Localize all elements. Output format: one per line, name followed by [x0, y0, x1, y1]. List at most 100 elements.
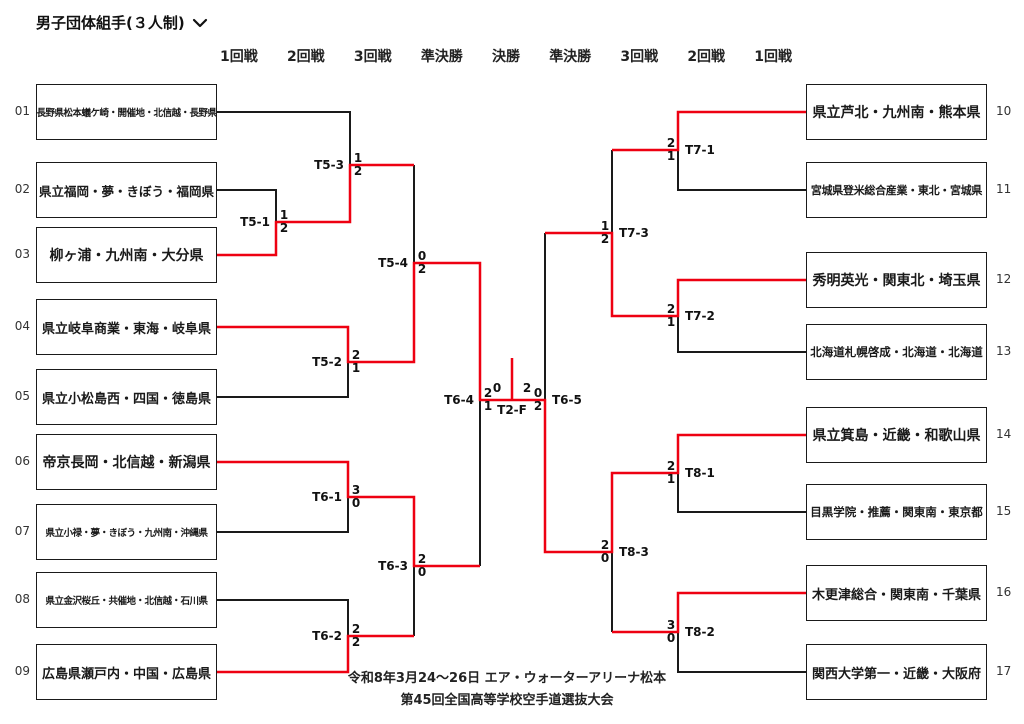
team-box-04: 県立岐阜商業・東海・岐阜県: [36, 299, 217, 355]
seed-number: 05: [14, 389, 30, 403]
match-label: T7-1: [685, 143, 715, 157]
match-score-top: 2: [600, 538, 610, 552]
match-score-top: 2: [666, 302, 676, 316]
round-label: 準決勝: [420, 49, 463, 65]
team-name: 木更津総合・関東南・千葉県: [811, 587, 981, 603]
round-label: 2回戦: [687, 49, 726, 65]
event-category-dropdown[interactable]: 男子団体組手(３人制): [36, 12, 208, 33]
match-score-bottom: 2: [353, 164, 363, 178]
seed-number: 09: [14, 664, 30, 678]
loser-path-lines: [217, 111, 806, 673]
team-name: 県立箕島・近畿・和歌山県: [812, 428, 981, 444]
team-box-05: 県立小松島西・四国・徳島県: [36, 369, 217, 425]
match-score-bottom: 1: [666, 472, 676, 486]
match-score-top: 2: [417, 552, 427, 566]
seed-number: 16: [996, 585, 1012, 599]
match-label: T8-2: [685, 625, 715, 639]
match-label: T5-1: [240, 215, 270, 229]
match-score-top: 3: [351, 483, 361, 497]
match-score-bottom: 1: [483, 399, 493, 413]
seed-number: 10: [996, 104, 1012, 118]
seed-number: 17: [996, 664, 1012, 678]
match-label: T5-4: [378, 256, 408, 270]
match-label: T5-3: [314, 158, 344, 172]
match-label: T6-2: [312, 629, 342, 643]
team-box-01: 長野県松本蟻ケ崎・開催地・北信越・長野県: [36, 84, 217, 140]
seed-number: 14: [996, 427, 1012, 441]
team-name: 県立金沢桜丘・共催地・北信越・石川県: [45, 596, 208, 607]
final-match-label: T2-F: [497, 403, 527, 417]
match-score-top: 1: [353, 151, 363, 165]
chevron-down-icon: [192, 18, 207, 27]
round-label: 準決勝: [549, 49, 592, 65]
match-score-bottom: 2: [351, 635, 361, 649]
seed-number: 08: [14, 592, 30, 606]
team-name: 関西大学第一・近畿・大阪府: [811, 666, 981, 682]
team-name: 柳ヶ浦・九州南・大分県: [49, 248, 204, 264]
team-box-14: 県立箕島・近畿・和歌山県: [806, 407, 987, 463]
team-name: 秀明英光・関東北・埼玉県: [812, 273, 981, 289]
team-name: 県立岐阜商業・東海・岐阜県: [41, 321, 211, 337]
seed-number: 06: [14, 454, 30, 468]
team-name: 県立小禄・夢・きぼう・九州南・沖縄県: [45, 528, 208, 539]
event-date-venue: 令和8年3月24〜26日 エア・ウォーターアリーナ松本: [347, 671, 667, 686]
bracket-title: 男子団体組手(３人制): [36, 14, 185, 32]
match-score-bottom: 2: [279, 221, 289, 235]
match-score-top: 3: [666, 618, 676, 632]
match-label: T6-3: [378, 559, 408, 573]
match-score-top: 2: [666, 459, 676, 473]
seed-number: 12: [996, 272, 1012, 286]
match-score-top: 2: [483, 386, 493, 400]
round-label: 1回戦: [754, 49, 792, 65]
team-name: 県立芦北・九州南・熊本県: [812, 105, 981, 121]
match-label: T7-2: [685, 309, 715, 323]
final-score-left: 0: [492, 381, 502, 395]
team-name: 長野県松本蟻ケ崎・開催地・北信越・長野県: [36, 108, 218, 119]
seed-number: 15: [996, 504, 1012, 518]
match-score-bottom: 1: [351, 361, 361, 375]
team-box-12: 秀明英光・関東北・埼玉県: [806, 252, 987, 308]
match-score-top: 1: [600, 219, 610, 233]
match-score-bottom: 2: [600, 232, 610, 246]
match-label: T7-3: [619, 226, 649, 240]
match-score-bottom: 0: [666, 631, 676, 645]
match-score-bottom: 0: [600, 551, 610, 565]
match-label: T6-4: [444, 393, 474, 407]
match-score-bottom: 0: [417, 565, 427, 579]
match-label: T5-2: [312, 355, 342, 369]
team-box-08: 県立金沢桜丘・共催地・北信越・石川県: [36, 572, 217, 628]
team-name: 県立福岡・夢・きぼう・福岡県: [38, 183, 214, 199]
seed-number: 11: [996, 182, 1012, 196]
team-box-15: 目黒学院・推薦・関東南・東京都: [806, 484, 987, 540]
round-label: 1回戦: [220, 49, 258, 65]
round-label: 3回戦: [620, 49, 659, 65]
seed-number: 04: [14, 319, 30, 333]
match-score-top: 2: [351, 622, 361, 636]
match-score-bottom: 0: [351, 496, 361, 510]
team-name: 宮城県登米総合産業・東北・宮城県: [810, 184, 983, 197]
team-name: 帝京長岡・北信越・新潟県: [42, 455, 211, 471]
team-box-06: 帝京長岡・北信越・新潟県: [36, 434, 217, 490]
match-score-bottom: 1: [666, 149, 676, 163]
event-footer: 令和8年3月24〜26日 エア・ウォーターアリーナ松本 第45回全国高等学校空手…: [292, 668, 722, 712]
seed-number: 02: [14, 182, 30, 196]
match-score-top: 2: [666, 136, 676, 150]
match-score-top: 0: [533, 386, 543, 400]
team-box-16: 木更津総合・関東南・千葉県: [806, 565, 987, 621]
winner-path-lines: [217, 110, 806, 674]
round-header-row: 1回戦 2回戦 3回戦 準決勝 決勝 準決勝 3回戦 2回戦 1回戦: [220, 46, 792, 66]
event-title: 第45回全国高等学校空手道選抜大会: [400, 693, 614, 708]
round-label: 決勝: [492, 49, 520, 65]
